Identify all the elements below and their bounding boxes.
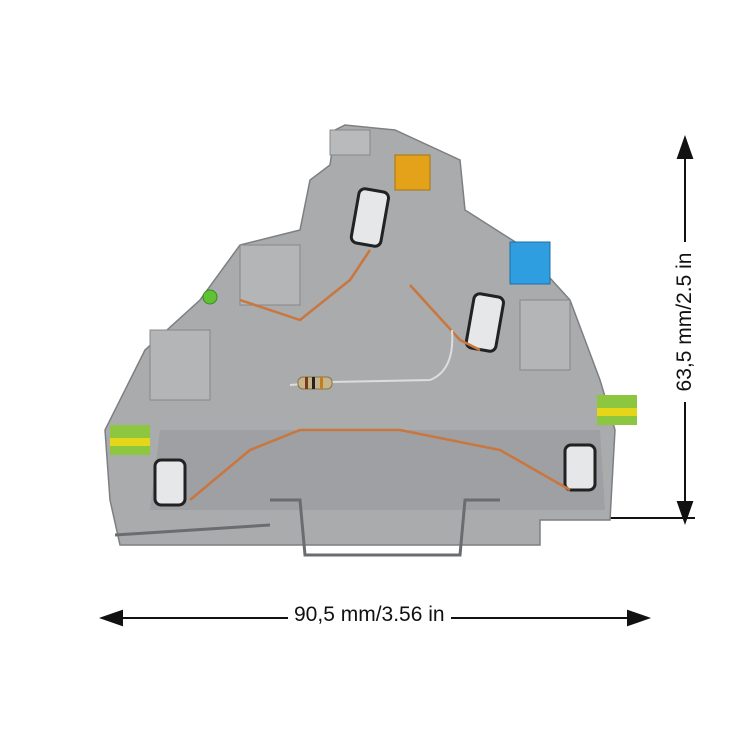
- cage-clamps: [153, 187, 597, 507]
- resistor-lead: [289, 329, 454, 386]
- height-dimension-label: 63,5 mm/2.5 in: [673, 242, 697, 402]
- ground-marker-right: [597, 395, 637, 425]
- din-rail-foot: [114, 498, 500, 557]
- internal-wiring: [189, 249, 571, 501]
- blue-marker: [509, 241, 551, 285]
- led-indicator: [202, 289, 218, 305]
- orange-marker: [394, 154, 431, 191]
- ground-marker-left: [110, 425, 150, 455]
- resistor-icon: [297, 376, 333, 390]
- width-dimension-label: 90,5 mm/3.56 in: [288, 603, 451, 627]
- terminal-block-housing: [104, 124, 616, 546]
